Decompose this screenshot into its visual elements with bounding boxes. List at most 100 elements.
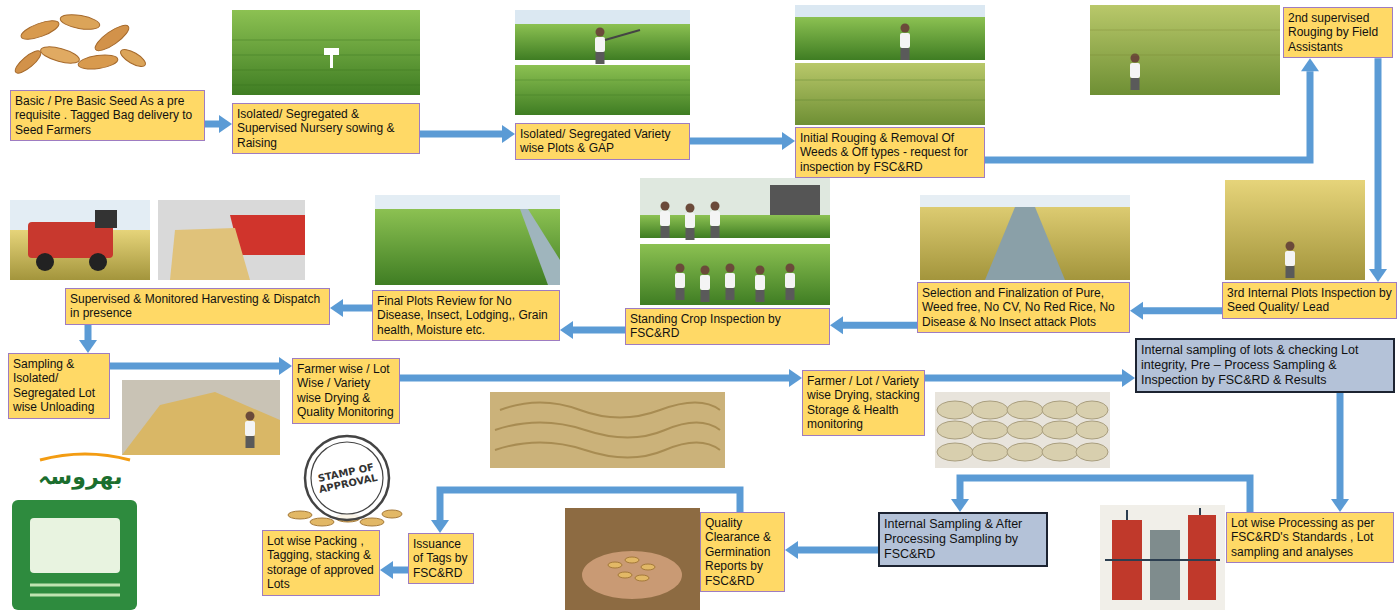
product-package: [12, 500, 137, 610]
arrow-head: [1130, 302, 1143, 320]
sack-stack-photo: [1076, 401, 1108, 419]
step-text: Selection and Finalization of Pure, Weed…: [922, 286, 1125, 329]
harvester-photo: [95, 210, 117, 228]
inspection-photo: [1225, 180, 1365, 280]
arrow-head: [1122, 369, 1135, 387]
processing-machine-photo: [1100, 505, 1225, 610]
process-box: Lot wise Processing as per FSC&RD's Stan…: [1226, 512, 1394, 563]
inspection-box: Internal sampling of lots & checking Lot…: [1135, 338, 1395, 393]
approval-stamp: [360, 518, 384, 526]
sack-stack-photo: [935, 392, 1110, 468]
flow-arrow: [785, 541, 878, 559]
seed-grains: [77, 53, 118, 71]
field-canal-photo: [920, 195, 1130, 207]
sack-stack-photo: [937, 443, 973, 461]
harvester-photo: [158, 200, 305, 280]
seed-grains: [12, 12, 148, 76]
processing-machine-photo: [1100, 505, 1225, 610]
flow-arrow: [330, 299, 372, 317]
seed-grains: [39, 44, 81, 67]
arrow-head: [1331, 499, 1349, 512]
arrow-shaft: [1143, 307, 1222, 314]
sack-stack-photo: [1042, 421, 1078, 439]
step-text: Quality Clearance & Germination Reports …: [705, 516, 780, 588]
arrow-shaft: [85, 325, 92, 340]
inspection-team-photo: [640, 178, 830, 305]
seed-grains: [59, 12, 101, 32]
inspection-team-photo: [710, 202, 720, 239]
hand-seed-photo: [635, 575, 649, 581]
hand-seed-photo: [608, 562, 622, 568]
process-box: Supervised & Monitored Harvesting & Disp…: [65, 288, 330, 325]
arrow-head: [79, 340, 97, 353]
arrow-head: [789, 369, 802, 387]
hand-seed-photo: [608, 557, 655, 581]
flow-arrow: [110, 357, 292, 375]
arrow-head: [431, 520, 449, 533]
arrow-head: [782, 132, 795, 150]
approval-stamp: [288, 436, 402, 526]
hand-seed-photo: [565, 508, 700, 610]
arrow-shaft: [573, 327, 625, 334]
approval-stamp: [288, 511, 312, 519]
flow-arrow: [1130, 302, 1222, 320]
sack-stack-photo: [972, 443, 1008, 461]
inspection-team-photo: [725, 264, 735, 301]
arrow-head: [951, 499, 969, 512]
arrow-shaft: [343, 305, 372, 312]
seed-grains: [12, 48, 44, 77]
inspection-team-photo: [660, 202, 670, 239]
arrow-head: [279, 357, 292, 375]
step-text: Farmer / Lot / Variety wise Drying, stac…: [807, 374, 920, 432]
flow-arrow: [560, 321, 625, 339]
processing-machine-photo: [1105, 508, 1220, 560]
step-text: Sampling & Isolated/ Segregated Lot wise…: [13, 357, 105, 415]
sack-stack-photo: [1007, 443, 1043, 461]
rouging-photo: [795, 17, 985, 60]
inspection-team-photo: [770, 185, 820, 215]
unloading-photo: [122, 392, 280, 455]
sack-stack-photo: [972, 401, 1008, 419]
arrow-shaft: [798, 547, 878, 554]
inspection-team-photo: [675, 264, 685, 301]
sack-stack-photo: [1007, 421, 1043, 439]
sack-stack-photo: [1042, 443, 1078, 461]
process-box: Selection and Finalization of Pure, Weed…: [917, 282, 1130, 333]
processing-machine-photo: [1150, 530, 1180, 600]
arrow-head: [330, 299, 343, 317]
step-text: Standing Crop Inspection by FSC&RD: [630, 312, 825, 341]
hand-seed-photo: [641, 564, 655, 570]
step-text: Initial Rouging & Removal Of Weeds & Off…: [800, 131, 980, 174]
rouging-photo: [1090, 5, 1280, 95]
hand-seed-photo: [565, 508, 700, 610]
hand-seed-photo: [625, 557, 639, 563]
unloading-photo: [122, 380, 280, 455]
sack-stack-photo: [937, 401, 973, 419]
drying-ground-photo: [495, 403, 720, 458]
final-plot-photo: [375, 195, 560, 285]
harvester-photo: [10, 200, 305, 280]
sack-stack-photo: [1007, 401, 1043, 419]
seed-grains: [118, 46, 148, 70]
arrow-shaft: [440, 490, 740, 520]
flow-arrow: [985, 58, 1319, 160]
product-package: [30, 585, 120, 595]
process-box: Lot wise Packing , Tagging, stacking & s…: [262, 530, 380, 596]
sack-stack-photo: [935, 392, 1110, 468]
process-box: 2nd supervised Rouging by Field Assistan…: [1283, 7, 1393, 58]
harvester-photo: [230, 215, 305, 255]
step-text: Farmer wise / Lot Wise / Variety wise Dr…: [297, 362, 395, 420]
harvester-photo: [89, 253, 107, 271]
flow-arrow: [79, 325, 97, 353]
arrow-shaft: [985, 71, 1310, 160]
arrow-shaft: [205, 121, 219, 128]
inspection-team-photo: [685, 204, 695, 241]
step-text: Isolated/ Segregated Variety wise Plots …: [520, 127, 685, 156]
nursery-field: [232, 40, 420, 85]
harvester-photo: [36, 253, 54, 271]
arrow-shaft: [400, 375, 789, 382]
arrow-shaft: [1337, 393, 1344, 499]
drying-ground-photo: [490, 392, 725, 468]
nursery-field: [232, 10, 420, 95]
flow-arrow: [431, 490, 740, 533]
